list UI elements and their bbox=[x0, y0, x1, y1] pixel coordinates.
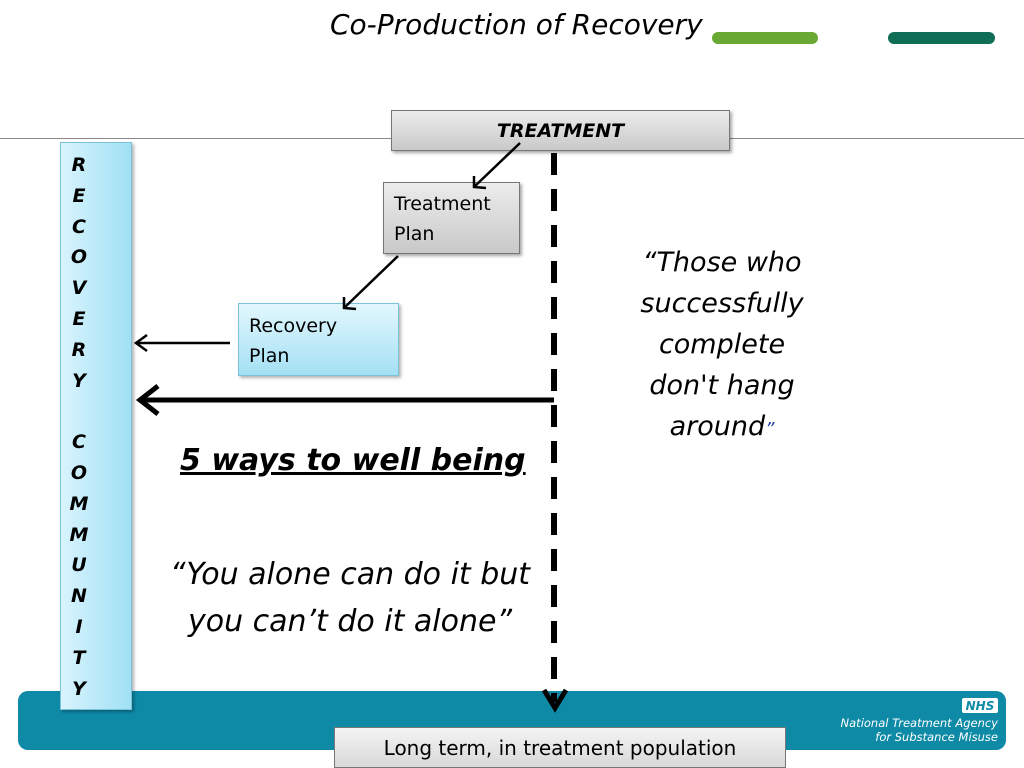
community-letter: C bbox=[72, 431, 86, 454]
treatment-box: TREATMENT bbox=[391, 110, 730, 151]
recovery-plan-box: Recovery Plan bbox=[238, 303, 399, 376]
quote-right-line-4: don't hang bbox=[649, 370, 795, 401]
community-letter: R bbox=[71, 338, 87, 361]
quote-those-who-complete: “Those who successfully complete don't h… bbox=[622, 242, 822, 450]
recovery-plan-line-2: Plan bbox=[249, 345, 290, 367]
community-letter: Y bbox=[72, 369, 86, 392]
plan-to-recovery-arrow bbox=[343, 255, 399, 309]
agency-name: National Treatment Agency for Substance … bbox=[790, 716, 998, 744]
community-letter: O bbox=[70, 461, 88, 484]
treatment-to-plan-arrow bbox=[473, 142, 521, 188]
recovery-to-community-arrowhead bbox=[133, 333, 148, 353]
quote-right-line-1: “Those who bbox=[642, 247, 802, 278]
quote-right-line-2: successfully bbox=[640, 288, 804, 319]
recovery-plan-line-1: Recovery bbox=[249, 315, 338, 337]
page-title: Co-Production of Recovery bbox=[330, 8, 703, 41]
treatment-to-plan-arrowhead bbox=[472, 176, 487, 190]
treatment-plan-line-1: Treatment bbox=[394, 193, 491, 215]
community-letter: E bbox=[72, 307, 86, 330]
community-letter: N bbox=[71, 585, 87, 608]
nhs-logo: NHS bbox=[962, 698, 998, 713]
accent-bar-light-green bbox=[712, 32, 818, 44]
treatment-to-community-arrowhead bbox=[135, 384, 160, 416]
treatment-plan-box: Treatment Plan bbox=[383, 182, 520, 254]
community-letter: M bbox=[69, 523, 89, 546]
community-letter: U bbox=[71, 554, 87, 577]
population-box: Long term, in treatment population bbox=[334, 727, 786, 768]
community-letter: T bbox=[72, 646, 86, 669]
quote-right-last-word: around bbox=[669, 411, 766, 442]
agency-line-2: for Substance Misuse bbox=[875, 730, 998, 744]
recovery-community-column bbox=[60, 142, 132, 710]
plan-to-recovery-arrowhead bbox=[342, 297, 357, 311]
community-letter: C bbox=[72, 215, 86, 238]
quote-right-close-mark: ” bbox=[765, 419, 775, 440]
community-letter: O bbox=[70, 246, 88, 269]
accent-bar-dark-green bbox=[888, 32, 995, 44]
quote-left-line-1: “You alone can do it but bbox=[169, 557, 531, 592]
treatment-plan-line-2: Plan bbox=[394, 223, 435, 245]
quote-right-line-3: complete bbox=[658, 329, 786, 360]
five-ways-heading: 5 ways to well being bbox=[180, 443, 526, 478]
quote-you-alone: “You alone can do it but you can’t do it… bbox=[150, 551, 550, 645]
community-letter: I bbox=[75, 615, 83, 638]
timeline-arrowhead bbox=[541, 688, 569, 713]
community-letter: V bbox=[71, 277, 87, 300]
community-letter: E bbox=[72, 184, 86, 207]
quote-left-line-2: you can’t do it alone” bbox=[187, 604, 513, 639]
community-letter: Y bbox=[72, 677, 86, 700]
community-letter: M bbox=[69, 492, 89, 515]
quote-right-line-5: around” bbox=[622, 406, 822, 450]
agency-line-1: National Treatment Agency bbox=[840, 716, 998, 730]
community-letter: R bbox=[71, 154, 87, 176]
